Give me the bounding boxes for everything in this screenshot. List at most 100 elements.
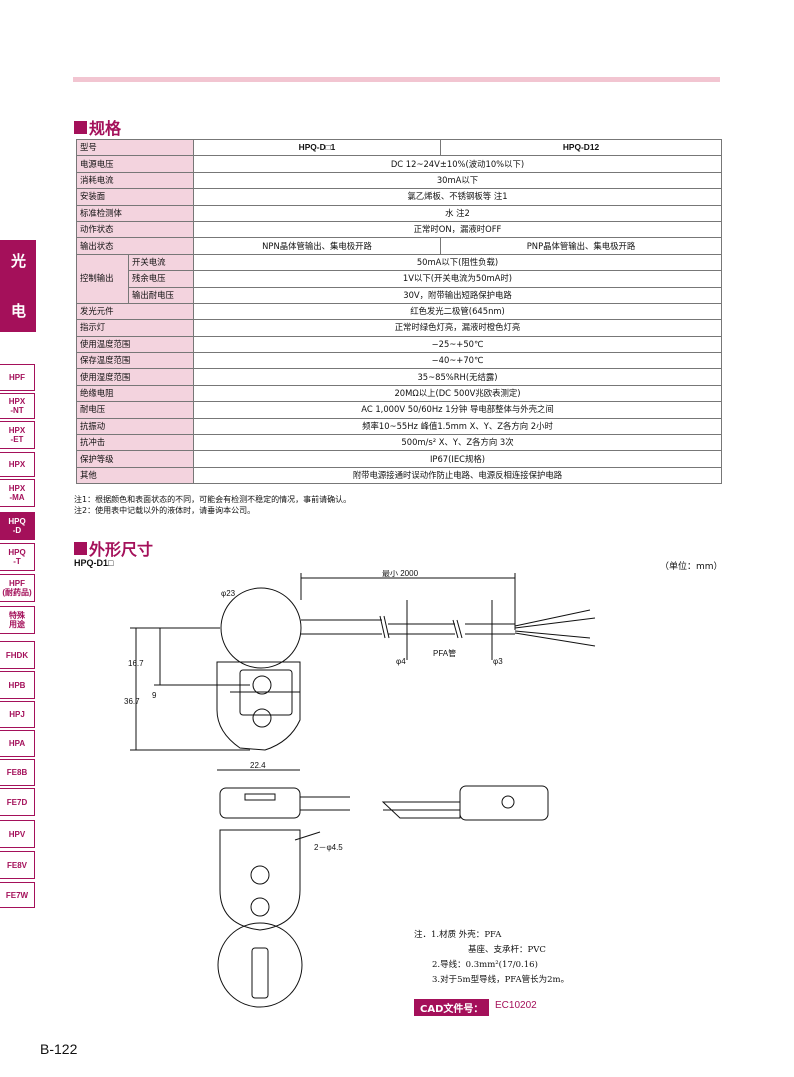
header-cell: HPQ-D□1 (193, 138, 441, 157)
row-label: 抗冲击 (76, 434, 194, 452)
row-value: −40~+70℃ (193, 352, 722, 370)
row-value: 正常时绿色灯亮，漏液时橙色灯亮 (193, 319, 722, 337)
side-tab[interactable]: HPA (0, 730, 35, 757)
side-tab[interactable]: HPQ -D (0, 512, 35, 540)
dim-holes: 2－φ4.5 (314, 843, 343, 852)
row-sublabel: 开关电流 (128, 253, 194, 272)
row-value: 正常时ON，漏液时OFF (193, 220, 722, 239)
row-label: 使用湿度范围 (76, 368, 194, 386)
row-label: 使用温度范围 (76, 335, 194, 354)
dimension-section-title: 外形尺寸 (74, 536, 153, 560)
square-bullet-icon (74, 120, 87, 134)
bottom-view-base (219, 829, 301, 931)
row-label: 标准检测体 (76, 204, 194, 222)
row-value: 频率10~55Hz 峰值1.5mm X、Y、Z各方向 2小时 (193, 417, 722, 436)
page-number: B-122 (40, 1041, 78, 1057)
side-tab[interactable]: HPF (耐药品) (0, 574, 35, 602)
table-row: 指示灯正常时绿色灯亮，漏液时橙色灯亮 (76, 319, 722, 337)
dim-36-7: 36.7 (124, 697, 140, 706)
row-value: 氯乙烯板、不锈钢板等 注1 (193, 188, 722, 206)
row-value: AC 1,000V 50/60Hz 1分钟 导电部整体与外壳之间 (193, 401, 722, 419)
side-tab[interactable]: 特殊 用途 (0, 606, 35, 634)
side-tab[interactable]: HPJ (0, 701, 35, 728)
table-row: 保存温度范围−40~+70℃ (76, 352, 722, 370)
spec-section-title: 规格 (74, 115, 121, 139)
side-tab[interactable]: FE7D (0, 788, 35, 816)
row-label: 其他 (76, 466, 194, 485)
row-value: PNP晶体管输出、集电极开路 (440, 237, 722, 255)
sensor-head-circle (220, 587, 302, 669)
row-label: 绝缘电阻 (76, 384, 194, 403)
dim-length: 最小 2000 (382, 570, 419, 578)
row-label: 发光元件 (76, 302, 194, 321)
dimension-drawing: 最小 2000 φ23 φ4 φ3 PFA管 16.7 9 36.7 22.4 … (124, 570, 596, 1008)
header-cell: 型号 (76, 138, 194, 157)
note-1: 注1：根据颜色和表面状态的不同，可能会有检测不稳定的情况，事前请确认。 (74, 495, 352, 504)
side-tab[interactable]: FHDK (0, 641, 35, 669)
row-label: 保护等级 (76, 450, 194, 468)
dim-dia3: φ3 (493, 657, 503, 666)
side-tab[interactable]: HPF (0, 364, 35, 391)
side-tab[interactable]: HPX -MA (0, 479, 35, 507)
row-value: 35~85%RH(无结露) (193, 368, 722, 386)
top-rule (73, 77, 720, 82)
model-label: HPQ-D1□ (74, 558, 114, 568)
row-value: 30V，附带输出短路保护电路 (193, 286, 722, 304)
table-row: 动作状态正常时ON，漏液时OFF (76, 220, 722, 239)
side-view-b (381, 801, 461, 819)
row-value: NPN晶体管输出、集电极开路 (193, 237, 441, 255)
row-value: 1V以下(开关电流为50mA时) (193, 270, 722, 288)
row-label: 安装面 (76, 188, 194, 206)
note-2: 注2：使用表中记载以外的液体时，请垂询本公司。 (74, 506, 256, 515)
dim-dia23: φ23 (221, 589, 236, 598)
table-row: 安装面氯乙烯板、不锈钢板等 注1 (76, 188, 722, 206)
dim-22-4: 22.4 (250, 761, 266, 770)
side-tab[interactable]: HPX -ET (0, 421, 35, 449)
row-sublabel: 输出耐电压 (128, 286, 194, 304)
row-value: 20MΩ以上(DC 500V兆欧表测定) (193, 384, 722, 403)
mount-hole-upper (252, 675, 272, 695)
side-tab[interactable]: FE7W (0, 882, 35, 908)
dim-16-7: 16.7 (128, 659, 144, 668)
side-tab[interactable]: FE8B (0, 759, 35, 786)
row-value: 水 注2 (193, 204, 722, 222)
table-row: 发光元件红色发光二极管(645nm) (76, 302, 722, 321)
row-value: 500m/s² X、Y、Z各方向 3次 (193, 434, 722, 452)
side-tab[interactable]: HPB (0, 671, 35, 699)
cad-file-label: CAD文件号： (414, 999, 490, 1016)
row-label: 保存温度范围 (76, 352, 194, 370)
dim-dia4: φ4 (396, 657, 406, 666)
side-tab[interactable]: HPX -NT (0, 393, 35, 419)
header-cell: HPQ-D12 (440, 138, 722, 157)
mount-hole-lower (252, 708, 272, 728)
row-value: 50mA以下(阻性负载) (193, 253, 722, 272)
row-label: 动作状态 (76, 220, 194, 239)
row-value: −25~+50℃ (193, 335, 722, 354)
side-tab[interactable]: FE8V (0, 851, 35, 879)
cad-file-number: EC10202 (495, 1000, 537, 1011)
dim-9: 9 (152, 691, 157, 700)
bottom-view-head (217, 922, 303, 1008)
side-category-tab[interactable]: 光 电 (0, 240, 36, 332)
side-view-a (219, 787, 301, 819)
side-tab[interactable]: HPQ -T (0, 543, 35, 571)
row-label: 消耗电流 (76, 171, 194, 190)
side-tab[interactable]: HPV (0, 820, 35, 848)
side-tab[interactable]: HPX (0, 452, 35, 477)
unit-label: （单位：mm） (660, 562, 723, 572)
row-label: 控制输出 (76, 253, 129, 304)
drawing-notes: 注．1.材质 外壳：PFA 基座、支承杆：PVC 2.导线：0.3mm²(17/… (414, 930, 570, 985)
table-row: 标准检测体水 注2 (76, 204, 722, 222)
row-value: 附带电源接通时误动作防止电路、电源反相连接保护电路 (193, 466, 722, 485)
square-bullet-icon (74, 541, 87, 555)
